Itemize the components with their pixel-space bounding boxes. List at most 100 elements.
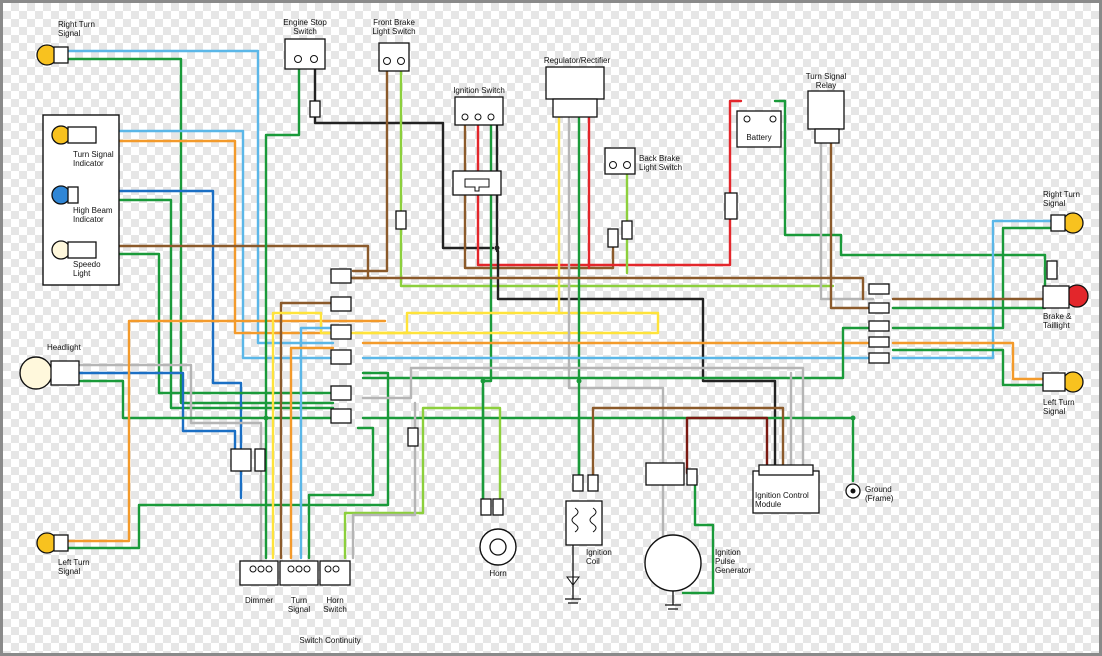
horn <box>479 498 517 566</box>
label-line: Brake & <box>1043 312 1072 321</box>
wire-highbeam-green <box>73 198 335 410</box>
central-connectors <box>330 268 352 424</box>
label-line: Horn <box>489 569 506 578</box>
wire-rear-left-orange <box>891 341 1045 381</box>
ignition-pulse-generator <box>644 462 702 610</box>
wire-rear-right-green <box>891 226 1059 330</box>
label-horn: Horn <box>489 569 506 578</box>
wire-left-turn-orange <box>61 319 387 543</box>
junctions <box>263 245 856 421</box>
label-line: Turn Signal <box>806 72 847 81</box>
label-line: Regulator/Rectifier <box>544 56 611 65</box>
label-line: Taillight <box>1043 321 1070 330</box>
wires <box>61 49 1059 595</box>
label-ignition-switch: Ignition Switch <box>453 86 505 95</box>
wire-reg-yellow <box>361 116 561 335</box>
label-line: Speedo <box>73 260 101 269</box>
label-regulator: Regulator/Rectifier <box>544 56 611 65</box>
headlight-bulb-icon <box>19 356 53 390</box>
headlight <box>19 356 80 390</box>
label-line: Front Brake <box>373 18 415 27</box>
indicator-panel <box>42 114 120 286</box>
label-line: Coil <box>586 557 600 566</box>
label-line: (Frame) <box>865 494 894 503</box>
fuse-icon <box>724 192 738 220</box>
label-line: Indicator <box>73 159 104 168</box>
ground-icon <box>565 545 581 604</box>
label-brake-tail: Brake &Taillight <box>1043 312 1072 330</box>
label-switch-continuity: Switch Continuity <box>299 636 360 645</box>
label-line: Pulse <box>715 557 736 566</box>
wire-h-green <box>361 326 875 380</box>
label-dimmer: Dimmer <box>245 596 273 605</box>
label-battery: Battery <box>746 133 771 142</box>
switch-continuity-block <box>230 448 351 586</box>
wire-pulse-darkred <box>685 416 769 475</box>
wire-relay-gray <box>819 131 875 301</box>
wire-ign-red <box>476 99 743 267</box>
label-line: Switch <box>293 27 317 36</box>
wire-headlight-blue <box>76 371 237 455</box>
label-line: Horn <box>326 596 343 605</box>
label-line: Right Turn <box>58 20 95 29</box>
wire-frontbrake-green <box>399 66 835 288</box>
label-line: Engine Stop <box>283 18 327 27</box>
left-turn-signal-front <box>36 532 69 554</box>
wire-dimmer-brown <box>279 301 335 560</box>
label-line: Signal <box>1043 199 1065 208</box>
label-line: Ignition Switch <box>453 86 505 95</box>
label-line: Signal <box>1043 407 1065 416</box>
wire-pulse-green <box>681 471 715 595</box>
regulator-rectifier <box>545 66 605 118</box>
label-line: Right Turn <box>1043 190 1080 199</box>
right-turn-signal-rear <box>1050 212 1084 234</box>
generator-icon <box>644 534 702 592</box>
ignition-switch <box>452 96 504 196</box>
wire-speedo-brown <box>96 244 370 280</box>
label-line: Light Switch <box>372 27 415 36</box>
label-line: Battery <box>746 133 771 142</box>
wire-frontbrake-brown <box>351 66 389 273</box>
label-line: Signal <box>58 567 80 576</box>
wire-right-turn-green <box>63 57 335 405</box>
rear-connectors <box>868 283 890 364</box>
ground-frame <box>845 483 861 499</box>
wire-right-turn-blue <box>63 49 335 345</box>
label-line: Ground <box>865 485 892 494</box>
label-line: High Beam <box>73 206 113 215</box>
ignition-coil <box>565 474 603 604</box>
bulb-icon <box>1062 371 1084 393</box>
label-line: Ignition Control <box>755 491 809 500</box>
label-line: Switch Continuity <box>299 636 360 645</box>
wire-battery-green <box>773 99 1047 295</box>
turn-signal-relay <box>807 90 845 144</box>
label-line: Back Brake <box>639 154 680 163</box>
wire-h-gray <box>361 366 805 475</box>
label-headlight: Headlight <box>47 343 82 352</box>
wire-turn-orange <box>289 346 335 560</box>
wire-highbeam-blue <box>73 189 243 500</box>
wire-indicator-orange <box>96 139 335 335</box>
wire-horn-lgreen <box>343 406 502 560</box>
label-line: Light Switch <box>639 163 682 172</box>
label-line: Headlight <box>47 343 82 352</box>
ignition-control-module <box>752 464 820 514</box>
label-line: Dimmer <box>245 596 273 605</box>
wire-headlight-green <box>76 379 335 420</box>
components <box>19 38 1089 610</box>
wire-turn-blue <box>299 326 335 560</box>
